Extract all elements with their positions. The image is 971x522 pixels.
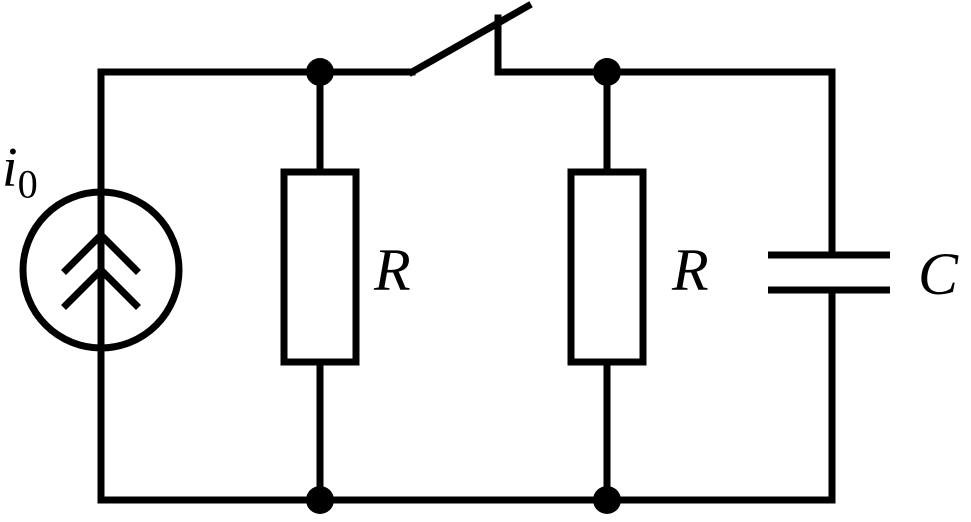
top-wire-left bbox=[97, 68, 416, 196]
resistor-left bbox=[280, 168, 360, 366]
resistor-right bbox=[567, 168, 647, 366]
resistor-left-label: R bbox=[374, 237, 411, 303]
resistor-right-label: R bbox=[672, 237, 709, 303]
current-source bbox=[19, 188, 183, 354]
current-source-arrow-icon-2 bbox=[61, 265, 141, 310]
bottom-wire bbox=[97, 288, 836, 504]
current-source-label-main: i bbox=[2, 137, 18, 199]
current-source-arrow-icon bbox=[61, 230, 141, 275]
junction-node bbox=[593, 58, 621, 86]
current-source-label-subscript: 0 bbox=[17, 161, 38, 207]
current-source-label: i0 bbox=[2, 140, 38, 205]
junction-node bbox=[306, 486, 334, 514]
switch-blade bbox=[407, 1, 533, 77]
capacitor-label: C bbox=[918, 241, 959, 307]
junction-node bbox=[593, 486, 621, 514]
junction-node bbox=[306, 58, 334, 86]
switch bbox=[407, 1, 533, 77]
top-wire-right bbox=[494, 68, 836, 256]
